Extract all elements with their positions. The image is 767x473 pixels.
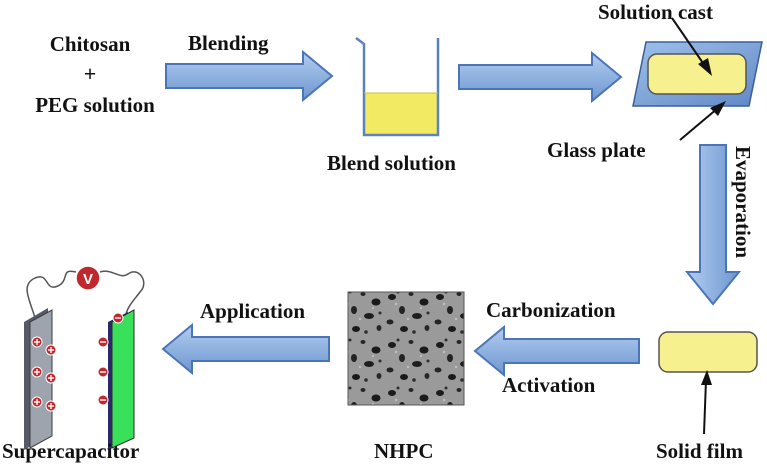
- arrow-blending: [165, 49, 334, 103]
- label-plus: +: [83, 61, 97, 86]
- label-chitosan: Chitosan: [49, 32, 131, 56]
- label-nhpc: NHPC: [374, 439, 434, 463]
- film-icon: [658, 331, 758, 435]
- label-blending: Blending: [188, 31, 269, 55]
- label-blend-solution: Blend solution: [327, 151, 456, 175]
- label-application: Application: [200, 299, 306, 323]
- arrow-application: [161, 322, 330, 376]
- label-activation: Activation: [502, 373, 596, 397]
- sem-image-icon: [347, 291, 465, 406]
- label-solution-cast: Solution cast: [598, 0, 713, 24]
- label-peg-solution: PEG solution: [35, 93, 155, 117]
- label-solid-film: Solid film: [656, 439, 743, 463]
- label-glass-plate: Glass plate: [547, 138, 646, 162]
- label-evaporation: Evaporation: [731, 146, 755, 258]
- supercapacitor-icon: [24, 270, 145, 450]
- arrow-evaporation: [684, 144, 742, 306]
- voltmeter-icon: V: [75, 265, 101, 291]
- voltmeter-label: V: [83, 271, 93, 288]
- arrow-carbonization-activation: [473, 324, 640, 378]
- label-carbonization: Carbonization: [486, 298, 616, 322]
- beaker-icon: [355, 37, 440, 137]
- label-supercapacitor: Supercapacitor: [2, 439, 140, 463]
- arrow-to-glass-plate: [458, 50, 623, 104]
- glass-plate-icon: [632, 17, 763, 141]
